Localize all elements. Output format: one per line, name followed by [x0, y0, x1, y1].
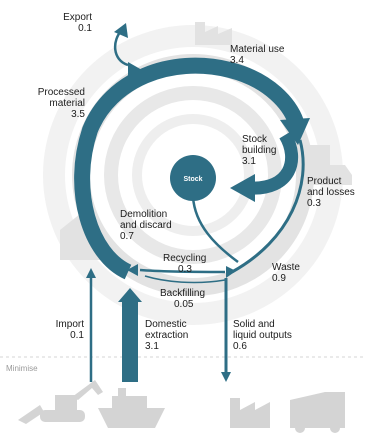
domestic-extraction-label: Domestic extraction 3.1 — [145, 319, 188, 352]
product-losses-flow — [231, 139, 305, 274]
stock-building-label: Stock building 3.1 — [242, 134, 276, 167]
truck-bottom-icon — [290, 392, 345, 433]
product-losses-label: Product and losses 0.3 — [307, 176, 355, 209]
backfilling-value: 0.05 — [174, 299, 194, 310]
demolition-label: Demolition and discard 0.7 — [120, 209, 172, 242]
factory-bottom-icon — [230, 398, 270, 428]
export-value: 0.1 — [78, 23, 92, 34]
stock-circle — [170, 155, 216, 201]
material-use-flow — [74, 57, 304, 280]
material-use-name: Material use — [230, 44, 285, 55]
truck-icon — [300, 145, 352, 185]
domestic-extraction-arrowhead — [118, 288, 142, 302]
minimise-label: Minimise — [6, 364, 38, 373]
backfilling-label: Backfilling 0.05 — [160, 288, 205, 310]
recycling-arrowhead — [127, 264, 138, 276]
stock-building-flow — [249, 131, 299, 195]
product-losses-line1: Product — [307, 176, 342, 187]
excavator-icon — [18, 380, 103, 424]
import-value: 0.1 — [70, 330, 84, 341]
solid-liquid-value: 0.6 — [233, 341, 247, 352]
processed-material-label: Processed material 3.5 — [10, 87, 85, 120]
flow-arrows — [74, 29, 305, 382]
stock-building-arrowhead — [230, 174, 255, 202]
material-use-arrowhead — [280, 118, 310, 145]
factory-icon — [195, 22, 232, 45]
recycling-flow — [139, 268, 226, 274]
processed-material-line1: Processed — [37, 87, 85, 98]
import-arrowhead — [86, 268, 96, 278]
domestic-extraction-line1: Domestic — [145, 319, 187, 330]
import-label: Import 0.1 — [40, 319, 84, 341]
import-name: Import — [55, 319, 84, 330]
solid-liquid-line1: Solid and — [233, 319, 275, 330]
bottom-icons — [18, 380, 345, 433]
ship-icon — [98, 388, 165, 428]
stock-building-value: 3.1 — [242, 156, 256, 167]
stock-building-line1: Stock — [242, 134, 268, 145]
recycling-label: Recycling 0.3 — [163, 253, 206, 275]
material-use-label: Material use 3.4 — [230, 44, 284, 66]
backfilling-name: Backfilling — [160, 288, 206, 299]
recycling-name: Recycling — [163, 253, 207, 264]
demolition-line1: Demolition — [120, 209, 168, 220]
demolition-line2: and discard — [120, 220, 172, 231]
waste-label: Waste 0.9 — [272, 262, 300, 284]
waste-value: 0.9 — [272, 273, 286, 284]
demolition-flow — [191, 196, 239, 264]
export-name: Export — [63, 12, 92, 23]
stock-label: Stock — [183, 176, 202, 183]
domestic-extraction-value: 3.1 — [145, 341, 159, 352]
processed-arrowhead — [128, 62, 142, 76]
waste-name: Waste — [272, 262, 300, 273]
export-arrowhead — [114, 23, 128, 38]
processed-material-line2: material — [49, 98, 85, 109]
processed-material-value: 3.5 — [71, 109, 85, 120]
arrowheads — [86, 23, 310, 382]
solid-liquid-label: Solid and liquid outputs 0.6 — [233, 319, 292, 352]
recycling-value: 0.3 — [178, 264, 192, 275]
demolition-value: 0.7 — [120, 231, 134, 242]
export-label: Export 0.1 — [52, 12, 92, 34]
product-losses-value: 0.3 — [307, 198, 321, 209]
solid-liquid-line2: liquid outputs — [233, 330, 292, 341]
stock-building-line2: building — [242, 145, 277, 156]
waste-arrowhead — [226, 266, 236, 278]
solid-liquid-arrowhead — [221, 372, 231, 382]
product-losses-line2: and losses — [307, 187, 355, 198]
backfilling-flow — [144, 275, 226, 284]
material-use-value: 3.4 — [230, 55, 244, 66]
domestic-extraction-line2: extraction — [145, 330, 189, 341]
